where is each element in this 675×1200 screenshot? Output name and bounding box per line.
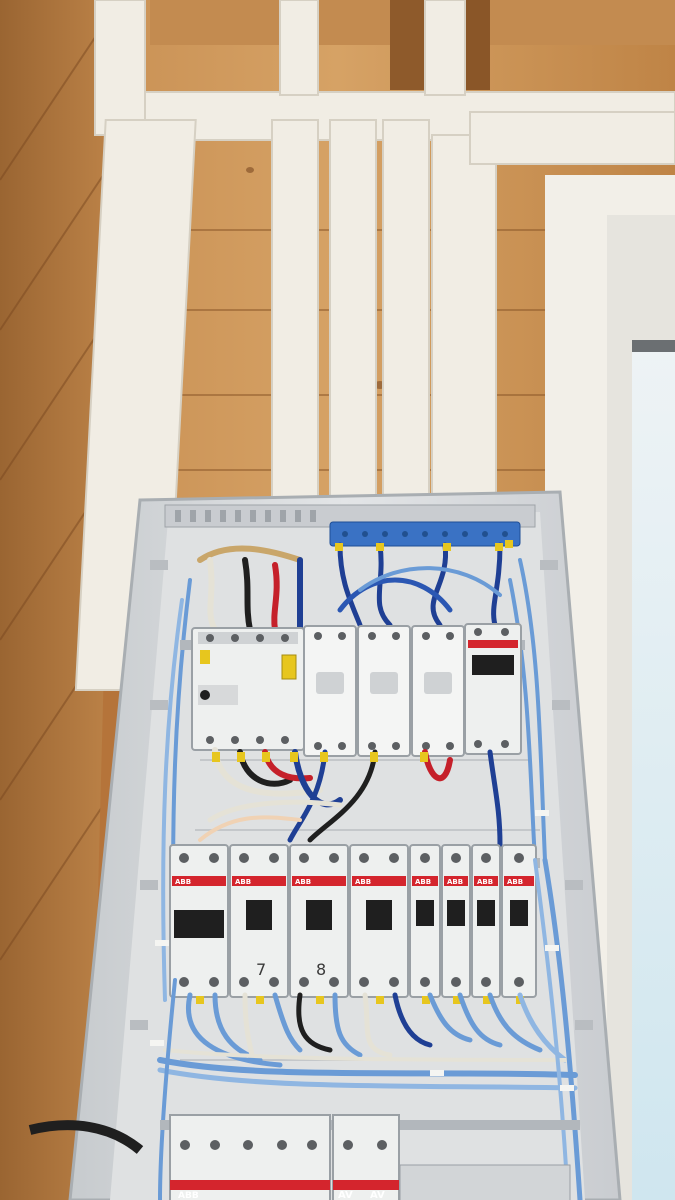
cable-ties bbox=[150, 810, 574, 1091]
breaker-row: ABB ABB 7 ABB 8 ABB ABB ABB ABB ABB bbox=[169, 844, 537, 1004]
relay-brand-1: AV bbox=[338, 1190, 353, 1200]
window-glass bbox=[632, 340, 675, 1200]
bottom-breakers: ABB AV AV bbox=[169, 1114, 571, 1200]
lower-wiring bbox=[157, 857, 583, 1200]
entry-cable bbox=[28, 1120, 144, 1154]
breaker-brand-label: ABB bbox=[507, 878, 523, 886]
breaker-brand-label: ABB bbox=[235, 878, 251, 886]
wire-markers-top bbox=[335, 540, 513, 551]
mid-wiring bbox=[198, 747, 503, 848]
breaker-module: ABB bbox=[471, 844, 501, 1004]
upper-wiring bbox=[161, 542, 547, 1002]
breaker-module: ABB bbox=[501, 844, 537, 1004]
breaker-module: ABB bbox=[409, 844, 441, 1004]
breaker-module: ABB bbox=[169, 844, 229, 1004]
handwritten-label: 7 bbox=[256, 960, 266, 979]
breaker-brand-label: ABB bbox=[447, 878, 463, 886]
breaker-module: ABB 8 bbox=[289, 844, 349, 1004]
breaker-brand-label: ABB bbox=[175, 878, 191, 886]
ceiling-joist bbox=[390, 0, 430, 90]
bottom-breaker-brand: ABB bbox=[178, 1191, 199, 1200]
wire-markers-mid bbox=[212, 752, 428, 762]
breaker-brand-label: ABB bbox=[355, 878, 371, 886]
breaker-module: ABB 7 bbox=[229, 844, 289, 1004]
relay-modules bbox=[303, 625, 465, 757]
breaker-brand-label: ABB bbox=[295, 878, 311, 886]
rcd-module bbox=[191, 627, 305, 751]
breaker-module: ABB bbox=[349, 844, 409, 1004]
main-breaker bbox=[464, 623, 522, 755]
breaker-brand-label: ABB bbox=[477, 878, 493, 886]
handwritten-label: 8 bbox=[316, 960, 326, 979]
relay-brand-2: AV bbox=[370, 1190, 385, 1200]
breaker-module: ABB bbox=[441, 844, 471, 1004]
breaker-brand-label: ABB bbox=[415, 878, 431, 886]
